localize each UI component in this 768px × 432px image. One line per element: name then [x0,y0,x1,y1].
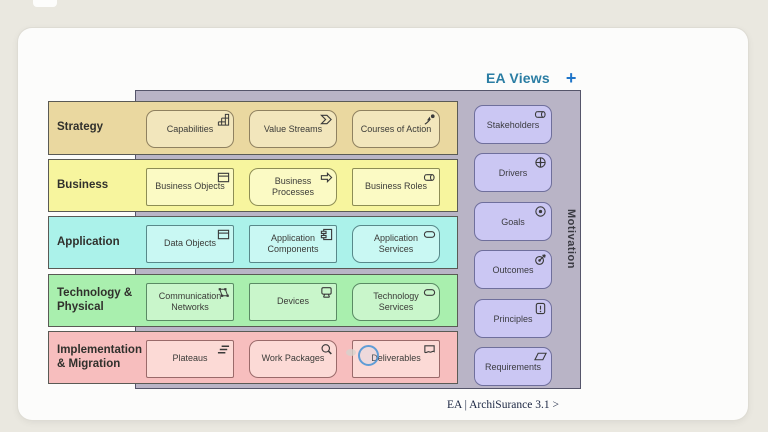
element-box-label: Value Streams [263,123,323,134]
app-canvas: EA Views + Motivation Stakeholders Drive… [18,28,748,420]
object-icon [217,228,230,241]
click-indicator [358,345,379,366]
principle-icon [534,302,547,315]
motivation-box-label: Outcomes [492,264,534,275]
element-box-data-objects[interactable]: Data Objects [146,224,234,263]
element-box-courses-of-action[interactable]: Courses of Action [352,110,440,148]
motivation-box-label: Drivers [498,167,528,178]
element-box-label: Courses of Action [360,123,432,134]
motivation-box-label: Principles [493,313,533,324]
element-box-application-services[interactable]: Application Services [352,224,440,263]
element-box-communication-networks[interactable]: Communication Networks [146,282,234,321]
layer-label: Implementation & Migration [57,343,142,370]
stakeholder-icon [534,108,547,121]
element-box-label: Data Objects [163,238,217,249]
layer-implementation-migration: Implementation & Migration Plateaus Work… [48,331,458,384]
element-box-label: Application Services [373,232,419,254]
element-box-label: Deliverables [371,353,421,364]
course-of-action-icon [423,113,436,126]
motivation-box-label: Requirements [484,361,542,372]
work-package-icon [320,343,333,356]
motivation-box-drivers[interactable]: Drivers [474,153,552,192]
motivation-box-requirements[interactable]: Requirements [474,347,552,386]
goal-icon [534,205,547,218]
deliverable-icon [423,343,436,356]
value-stream-icon [320,113,333,126]
element-box-technology-services[interactable]: Technology Services [352,282,440,321]
layer-label: Strategy [57,121,104,134]
layer-business: Business Business Objects Business Proce… [48,159,458,212]
layer-label: Technology & Physical [57,286,133,313]
element-box-devices[interactable]: Devices [249,282,337,321]
element-box-label: Business Processes [271,175,315,197]
element-box-business-processes[interactable]: Business Processes [249,167,337,206]
element-box-label: Application Components [267,232,319,254]
element-box-label: Technology Services [373,290,419,312]
requirement-icon [534,350,547,363]
network-icon [217,286,230,299]
element-box-label: Communication Networks [158,290,222,312]
element-box-label: Business Objects [155,181,225,192]
motivation-box-stakeholders[interactable]: Stakeholders [474,105,552,144]
element-box-label: Business Roles [364,181,428,192]
motivation-panel-label: Motivation [565,209,577,269]
element-box-label: Plateaus [172,353,208,364]
plateau-icon [217,343,230,356]
role-icon [423,171,436,184]
element-box-capabilities[interactable]: Capabilities [146,110,234,148]
motivation-box-label: Goals [501,216,525,227]
motivation-box-principles[interactable]: Principles [474,299,552,338]
layer-label: Application [57,235,120,248]
process-icon [320,171,333,184]
layer-strategy: Strategy Capabilities Value Streams [48,101,458,155]
motivation-box-outcomes[interactable]: Outcomes [474,250,552,289]
motivation-box-goals[interactable]: Goals [474,202,552,241]
model-breadcrumb[interactable]: EA | ArchiSurance 3.1 > [447,399,559,411]
page-title: EA Views [486,70,550,86]
add-view-button[interactable]: + [565,68,577,88]
service-icon [423,286,436,299]
element-box-plateaus[interactable]: Plateaus [146,339,234,378]
element-box-business-objects[interactable]: Business Objects [146,167,234,206]
capability-icon [217,113,230,126]
element-box-label: Capabilities [166,123,214,134]
element-box-work-packages[interactable]: Work Packages [249,339,337,378]
element-box-label: Work Packages [261,353,325,364]
driver-icon [534,156,547,169]
window-notch [33,0,57,7]
service-icon [423,228,436,241]
outcome-icon [534,253,547,266]
device-icon [320,286,333,299]
object-icon [217,171,230,184]
component-icon [320,228,333,241]
ea-views-header: EA Views + [486,68,577,88]
element-box-business-roles[interactable]: Business Roles [352,167,440,206]
element-box-value-streams[interactable]: Value Streams [249,110,337,148]
cursor-ghost [346,349,356,356]
element-box-label: Devices [276,296,309,307]
layer-label: Business [57,178,109,191]
motivation-box-label: Stakeholders [486,119,540,130]
layer-technology-physical: Technology & Physical Communication Netw… [48,274,458,327]
element-box-application-components[interactable]: Application Components [249,224,337,263]
layer-application: Application Data Objects Application Com… [48,216,458,269]
